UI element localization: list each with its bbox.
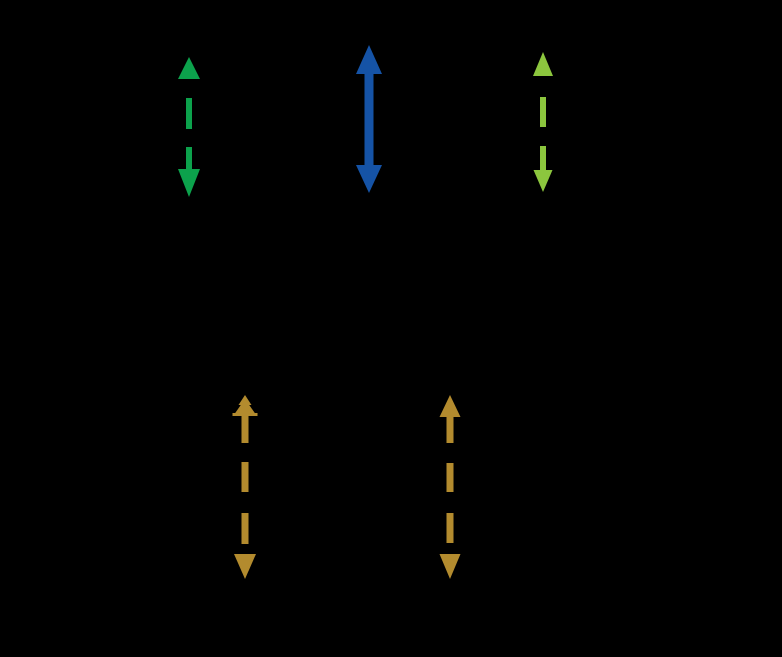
arrow-shaft-segment bbox=[186, 147, 192, 170]
arrow-shaft-segment bbox=[241, 414, 249, 443]
light-green-dashed-arrow bbox=[533, 52, 553, 192]
arrowhead-up bbox=[234, 399, 256, 414]
arrowhead-down bbox=[356, 165, 382, 193]
arrow-shaft-segment bbox=[540, 97, 546, 127]
blue-solid-arrow bbox=[356, 45, 382, 193]
arrowhead-up bbox=[533, 52, 553, 76]
arrow-shaft-segment bbox=[364, 68, 374, 170]
arrowhead-up bbox=[356, 45, 382, 74]
arrow-shaft-segment bbox=[446, 416, 454, 443]
gold-dashed-arrow-right bbox=[439, 395, 461, 579]
arrowhead-down bbox=[533, 170, 553, 192]
arrowhead-down bbox=[234, 554, 256, 579]
arrow-shaft-segment bbox=[241, 462, 249, 492]
arrowhead-crossbar bbox=[232, 413, 258, 416]
arrow-shaft-segment bbox=[446, 463, 454, 492]
dark-green-dashed-arrow bbox=[178, 57, 200, 197]
arrowhead-up bbox=[178, 57, 200, 79]
arrow-shaft-segment bbox=[241, 513, 249, 544]
arrowhead-down bbox=[178, 169, 200, 197]
arrow-shaft-segment bbox=[186, 98, 192, 129]
arrow-shaft-segment bbox=[446, 513, 454, 543]
arrowhead-down bbox=[439, 554, 461, 579]
gold-dashed-arrow-left bbox=[232, 395, 258, 579]
arrow-shaft-segment bbox=[540, 146, 546, 172]
arrowhead-up bbox=[439, 395, 461, 417]
